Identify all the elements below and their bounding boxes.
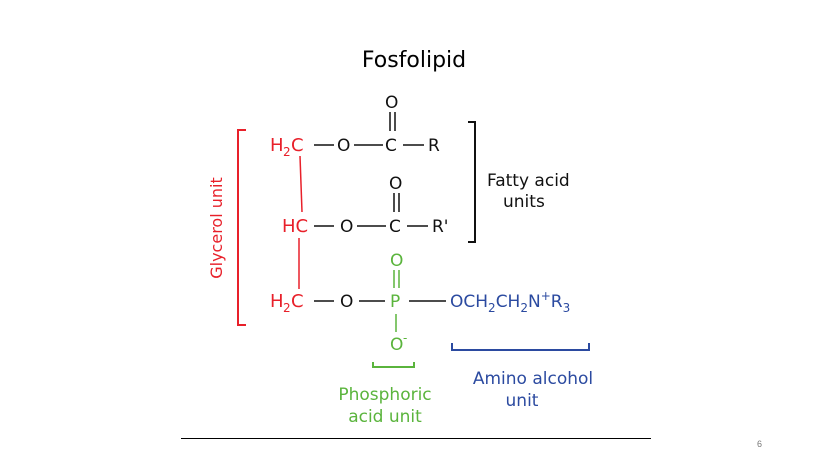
amino-sub2a: 2 — [488, 301, 496, 315]
row2-hc: HC — [282, 216, 308, 237]
glycerol-backbone — [298, 155, 303, 289]
amino-sub2b: 2 — [520, 301, 528, 315]
fatty-acid-bracket — [468, 121, 476, 243]
bottom-rule — [181, 438, 651, 439]
phosphoric-label-line1: Phosphoric — [338, 385, 431, 405]
row3-h: H — [270, 291, 284, 312]
row1-carbonyl-c: C — [385, 136, 397, 156]
phosphorus: P — [390, 292, 400, 312]
phosphate-single-o: O — [390, 335, 403, 355]
amino-plus: + — [541, 289, 551, 303]
page-number: 6 — [757, 439, 763, 449]
phosphate-group: P O O - — [390, 251, 407, 355]
row1-c: C — [291, 135, 304, 156]
row2-carbonyl-o: O — [389, 174, 402, 194]
glycerol-bracket — [237, 129, 246, 326]
amino-n: N — [528, 292, 541, 312]
row3-phosphoester: O — [314, 292, 385, 312]
fatty-acid-label-line2: units — [503, 192, 545, 212]
row1-h: H — [270, 135, 284, 156]
phosphate-double-o: O — [390, 251, 403, 271]
row1-r: R — [428, 136, 440, 156]
row1-carbonyl-o: O — [385, 93, 398, 113]
row3-sub2: 2 — [283, 301, 291, 315]
fatty-acid-label-line1: Fatty acid — [487, 171, 570, 191]
svg-text:OCH2CH2N+R3: OCH2CH2N+R3 — [450, 289, 570, 315]
amino-r: R — [551, 292, 563, 312]
phosphoric-label-line2: acid unit — [348, 407, 422, 427]
amino-och: OCH — [450, 292, 488, 312]
row1-glycerol-ch2: H 2 C — [270, 135, 304, 159]
row2-carbonyl-c: C — [389, 217, 401, 237]
row3-o: O — [340, 292, 353, 312]
row3-glycerol-ch2: H 2 C — [270, 291, 304, 315]
row2-glycerol-ch: HC — [282, 216, 308, 237]
row2-o: O — [340, 217, 353, 237]
row1-sub2: 2 — [283, 145, 291, 159]
amino-ch: CH — [496, 292, 521, 312]
amino-alcohol-bracket — [451, 343, 590, 351]
amino-sub3: 3 — [563, 301, 571, 315]
row2-r: R' — [432, 217, 449, 237]
row3-c: C — [291, 291, 304, 312]
phosphate-minus: - — [403, 331, 407, 345]
amino-alcohol-label-line1: Amino alcohol — [473, 369, 593, 389]
row1-o: O — [337, 136, 350, 156]
glycerol-label: Glycerol unit — [207, 177, 226, 279]
amino-alcohol-label-line2: unit — [506, 391, 539, 411]
amino-alcohol-group: OCH2CH2N+R3 — [450, 289, 570, 315]
row2-ester: O C O R' — [314, 174, 449, 237]
slide-title: Fosfolipid — [361, 48, 467, 73]
row1-ester: O C O R — [314, 93, 440, 156]
phosphoric-bracket — [372, 362, 415, 368]
